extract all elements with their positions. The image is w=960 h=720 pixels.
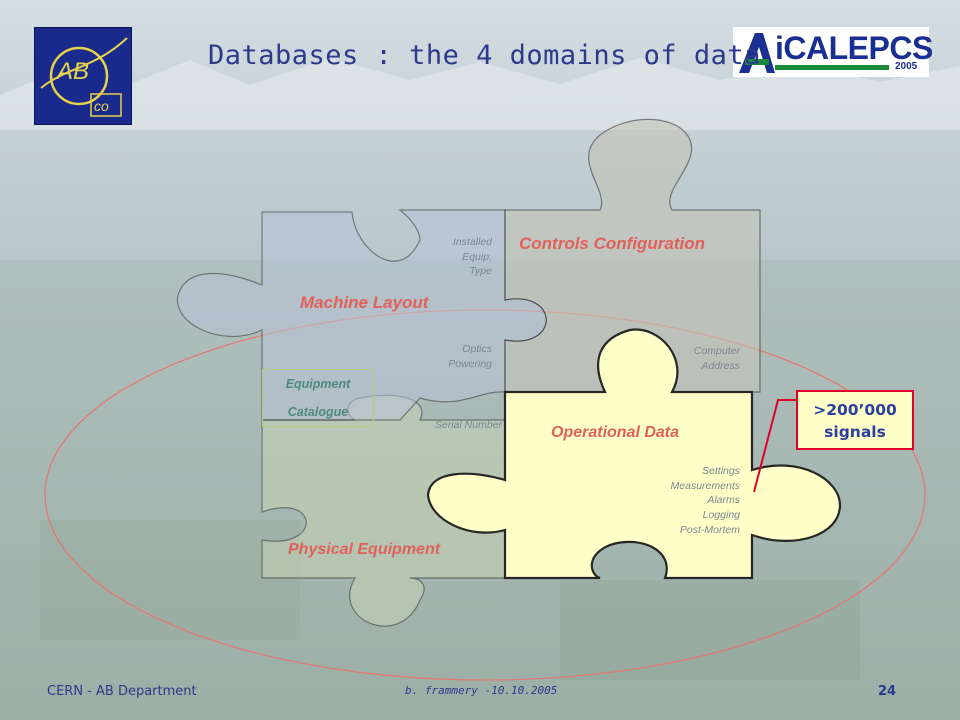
ab-co-logo: AB co — [34, 27, 132, 125]
installed-equip-type-label: Installed Equip. Type — [420, 235, 492, 279]
installed-equip-type-line-2: Equip. — [462, 250, 492, 263]
signals-count: >200’000 — [813, 401, 897, 419]
computer-address-label: Computer Address — [660, 344, 740, 373]
installed-equip-type-line-3: Type — [469, 265, 492, 278]
slide-title: Databases : the 4 domains of data — [208, 40, 761, 71]
computer-address-line-2: Address — [701, 359, 740, 372]
icalepcs-logo: iCALEPCS 2005 — [733, 27, 933, 77]
footer-department: CERN - AB Department — [47, 684, 197, 699]
page-number: 24 — [878, 684, 897, 699]
controls-configuration-label: Controls Configuration — [519, 234, 706, 253]
operational-item-logging: Logging — [702, 509, 740, 522]
operational-data-piece — [426, 328, 842, 580]
mountains — [0, 58, 960, 130]
operational-data-label: Operational Data — [551, 424, 680, 441]
footer-author-date: b. frammery -10.10.2005 — [405, 684, 558, 697]
operational-item-post-mortem: Post-Mortem — [679, 523, 740, 536]
computer-address-line-1: Computer — [693, 345, 740, 357]
callout-connector — [753, 399, 796, 493]
ab-logo-circle-icon — [40, 37, 128, 117]
signals-word: signals — [824, 423, 886, 441]
operational-items-list: Settings Measurements Alarms Logging Pos… — [640, 464, 740, 537]
equipment-catalogue-box: Equipment Catalogue — [262, 369, 374, 427]
equipment-catalogue-line-1: Equipment — [285, 377, 351, 391]
optics-powering-line-2: Powering — [448, 357, 492, 370]
ab-logo-text: AB — [57, 58, 90, 85]
icalepcs-year: 2005 — [895, 61, 918, 72]
icalepcs-a-mark-icon — [739, 33, 775, 73]
icalepcs-green-bar — [775, 65, 889, 70]
operational-item-alarms: Alarms — [707, 494, 740, 507]
serial-number-label: Serial Number — [434, 419, 502, 431]
optics-powering-label: Optics Powering — [420, 342, 492, 371]
machine-layout-label: Machine Layout — [300, 293, 429, 312]
signals-callout: >200’000 signals — [796, 390, 914, 450]
installed-equip-type-line-1: Installed — [452, 236, 492, 248]
operational-item-settings: Settings — [702, 465, 740, 477]
optics-powering-line-1: Optics — [462, 343, 492, 355]
co-logo-text: co — [94, 98, 109, 114]
operational-item-measurements: Measurements — [670, 479, 740, 492]
icalepcs-logo-text: iCALEPCS — [775, 30, 933, 66]
physical-equipment-label: Physical Equipment — [288, 541, 441, 558]
equipment-catalogue-line-2: Catalogue — [287, 405, 349, 419]
